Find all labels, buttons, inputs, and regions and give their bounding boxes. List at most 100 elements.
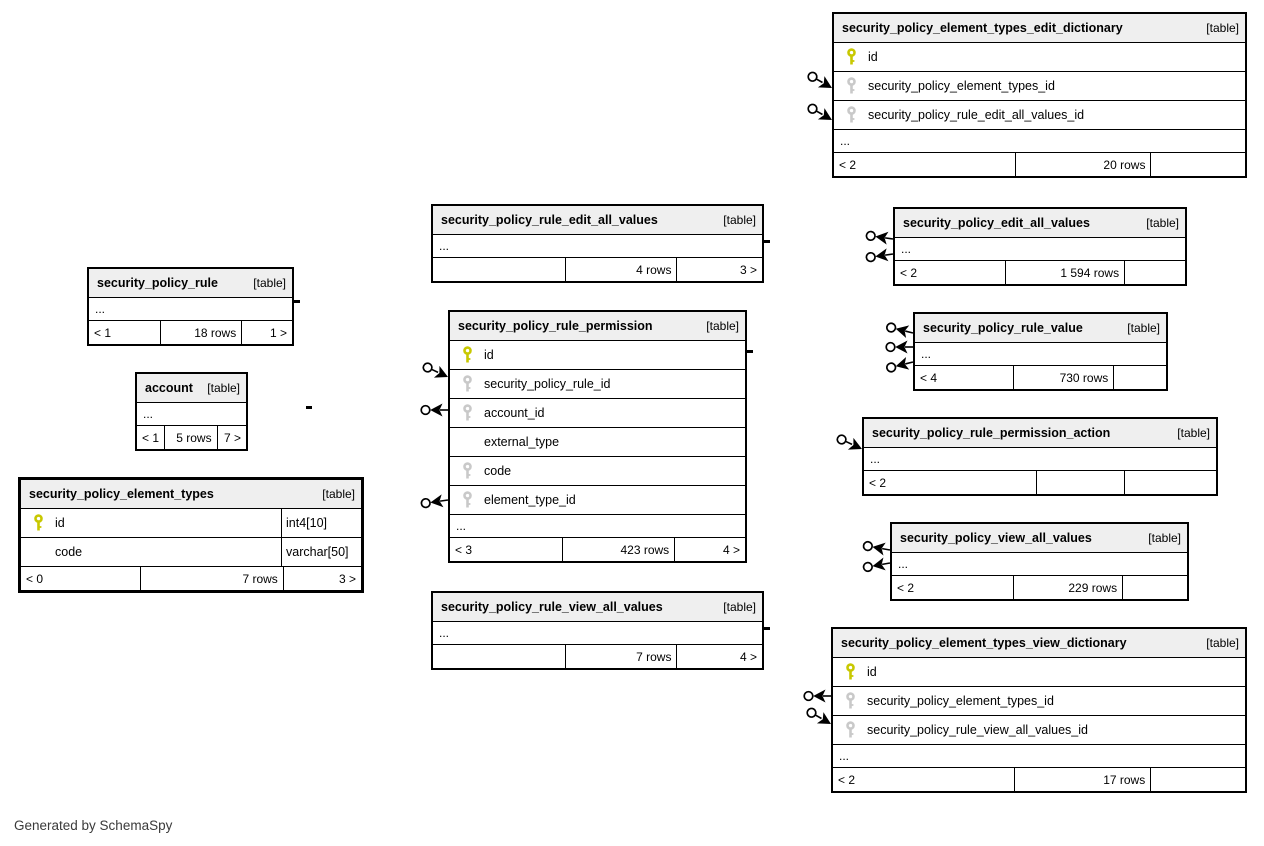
table-type-tag: [table] (706, 319, 739, 333)
relationship-connector-icon (806, 707, 831, 724)
table-header[interactable]: security_policy_rule_edit_all_values[tab… (433, 206, 762, 234)
edge-stub (747, 350, 753, 353)
footer-parents-count: < 2 (838, 772, 856, 787)
relationship-connector-icon (420, 403, 448, 417)
collapsed-columns-ellipsis: ... (89, 297, 292, 320)
footer-row-count: 17 rows (1014, 768, 1150, 791)
table-header[interactable]: security_policy_edit_all_values [table] (895, 209, 1185, 237)
relationship-connector-icon (807, 71, 832, 88)
table-type-tag: [table] (1146, 216, 1179, 230)
footer-children-count: 4 > (676, 645, 762, 668)
column-name: code (484, 464, 512, 478)
footer-row-count: 18 rows (160, 321, 241, 344)
column-row-external_type: external_type (450, 427, 745, 456)
table-header[interactable]: security_policy_rule_permission_action[t… (864, 419, 1216, 447)
footer-parents-count: < 4 (920, 370, 938, 385)
table-header[interactable]: security_policy_element_types[table] (21, 480, 361, 508)
table-node-security_policy_rule_permission[interactable]: security_policy_rule_permission[table]id… (448, 310, 747, 563)
footer-parents-count: < 2 (839, 157, 857, 172)
table-header[interactable]: security_policy_rule_view_all_values[tab… (433, 593, 762, 621)
footer-parents-count: < 0 (26, 571, 44, 586)
table-header[interactable]: security_policy_rule_permission[table] (450, 312, 745, 340)
column-name: security_policy_element_types_id (868, 79, 1055, 93)
table-title: security_policy_edit_all_values (903, 216, 1090, 230)
table-node-security_policy_element_types_edit_dictionary[interactable]: security_policy_element_types_edit_dicti… (832, 12, 1247, 178)
column-row-security_policy_element_types_id: security_policy_element_types_id (834, 71, 1245, 100)
column-name: id (484, 348, 494, 362)
collapsed-columns-ellipsis: ... (833, 744, 1245, 767)
foreign-key-icon (833, 721, 867, 739)
collapsed-columns-ellipsis: ... (433, 621, 762, 644)
relationship-connector-icon (886, 357, 914, 373)
footer-children-count (1124, 471, 1216, 494)
foreign-key-icon (450, 462, 484, 480)
column-row-security_policy_rule_view_all_values_id: security_policy_rule_view_all_values_id (833, 715, 1245, 744)
table-title: security_policy_element_types_view_dicti… (841, 636, 1127, 650)
footer-children-count (1150, 153, 1245, 176)
footer-parents-count: < 1 (142, 430, 160, 445)
column-row-security_policy_rule_edit_all_values_id: security_policy_rule_edit_all_values_id (834, 100, 1245, 129)
footer-parents-count: < 2 (897, 580, 915, 595)
column-row-id: id (834, 42, 1245, 71)
footer-parents-count (433, 645, 565, 668)
edge-stub (764, 627, 770, 630)
table-title: account (145, 381, 193, 395)
column-row-security_policy_rule_id: security_policy_rule_id (450, 369, 745, 398)
relationship-connector-icon (865, 248, 894, 263)
footer-row-count: 229 rows (1012, 576, 1122, 599)
table-type-tag: [table] (1206, 636, 1239, 650)
foreign-key-icon (450, 375, 484, 393)
footer-row-count: 730 rows (1012, 366, 1113, 389)
table-node-security_policy_rule_edit_all_values[interactable]: security_policy_rule_edit_all_values[tab… (431, 204, 764, 283)
collapsed-columns-ellipsis: ... (864, 447, 1216, 470)
column-name: security_policy_rule_id (484, 377, 611, 391)
relationship-connector-icon (803, 689, 831, 703)
table-node-security_policy_rule_permission_action[interactable]: security_policy_rule_permission_action[t… (862, 417, 1218, 496)
table-footer: < 2 17 rows (833, 767, 1245, 791)
table-header[interactable]: security_policy_element_types_view_dicti… (833, 629, 1245, 657)
column-row-id: id (833, 657, 1245, 686)
generator-note: Generated by SchemaSpy (14, 818, 173, 833)
relationship-connector-icon (422, 362, 448, 378)
relationship-connector-icon (865, 230, 894, 245)
table-footer: < 4 730 rows (915, 365, 1166, 389)
table-header[interactable]: account [table] (137, 374, 246, 402)
table-type-tag: [table] (207, 381, 240, 395)
table-node-security_policy_element_types_view_dictionary[interactable]: security_policy_element_types_view_dicti… (831, 627, 1247, 793)
footer-row-count: 1 594 rows (1005, 261, 1124, 284)
footer-children-count: 7 > (216, 426, 246, 449)
relationship-connector-icon (886, 322, 914, 338)
footer-children-count (1150, 768, 1245, 791)
relationship-connector-icon (420, 494, 449, 509)
table-footer: < 2 229 rows (892, 575, 1187, 599)
footer-children-count (1122, 576, 1187, 599)
table-header[interactable]: security_policy_rule_value[table] (915, 314, 1166, 342)
column-type: varchar[50] (281, 538, 361, 566)
table-header[interactable]: security_policy_view_all_values[table] (892, 524, 1187, 552)
footer-row-count: 7 rows (564, 645, 677, 668)
table-node-security_policy_edit_all_values[interactable]: security_policy_edit_all_values[table]..… (893, 207, 1187, 286)
table-title: security_policy_element_types_edit_dicti… (842, 21, 1123, 35)
footer-children-count: 4 > (674, 538, 745, 561)
table-node-security_policy_view_all_values[interactable]: security_policy_view_all_values[table]..… (890, 522, 1189, 601)
footer-row-count (1036, 471, 1124, 494)
column-name: id (868, 50, 878, 64)
table-node-security_policy_rule_view_all_values[interactable]: security_policy_rule_view_all_values[tab… (431, 591, 764, 670)
table-type-tag: [table] (253, 276, 286, 290)
table-header[interactable]: security_policy_rule [table] (89, 269, 292, 297)
table-title: security_policy_rule_permission_action (872, 426, 1111, 440)
table-header[interactable]: security_policy_element_types_edit_dicti… (834, 14, 1245, 42)
column-type: int4[10] (281, 509, 361, 537)
table-title: security_policy_rule (97, 276, 218, 290)
table-type-tag: [table] (1206, 21, 1239, 35)
relationship-connector-icon (862, 540, 891, 556)
